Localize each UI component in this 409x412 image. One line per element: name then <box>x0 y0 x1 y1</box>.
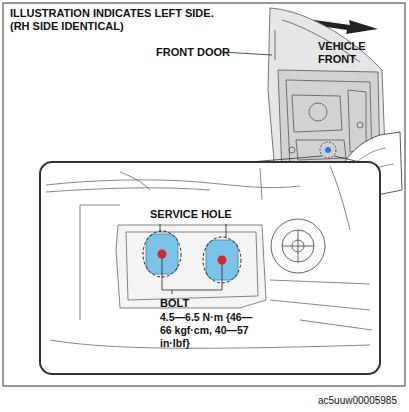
leader-line <box>160 224 226 238</box>
bolt-spot <box>325 147 331 153</box>
figure-frame <box>3 3 405 386</box>
part-name: FRONT DOOR <box>156 46 230 59</box>
part-name: BOLT <box>160 297 189 310</box>
figure-code: ac5uuw00005985 <box>318 394 397 407</box>
regulator-motor <box>271 219 325 273</box>
part-name: SERVICE HOLE <box>150 208 232 221</box>
torque-spec: 4.5—6.5 N·m {46—66 kgf·cm, 40—57 in·lbf} <box>160 311 260 350</box>
detail-frame <box>40 162 380 374</box>
bolt <box>158 250 167 259</box>
bolt <box>218 256 227 265</box>
note-text: ILLUSTRATION INDICATES LEFT SIDE. (RH SI… <box>10 7 225 33</box>
magnify-circle <box>320 142 336 158</box>
leader-line <box>162 258 222 294</box>
direction-label: VEHICLE FRONT <box>318 40 388 66</box>
